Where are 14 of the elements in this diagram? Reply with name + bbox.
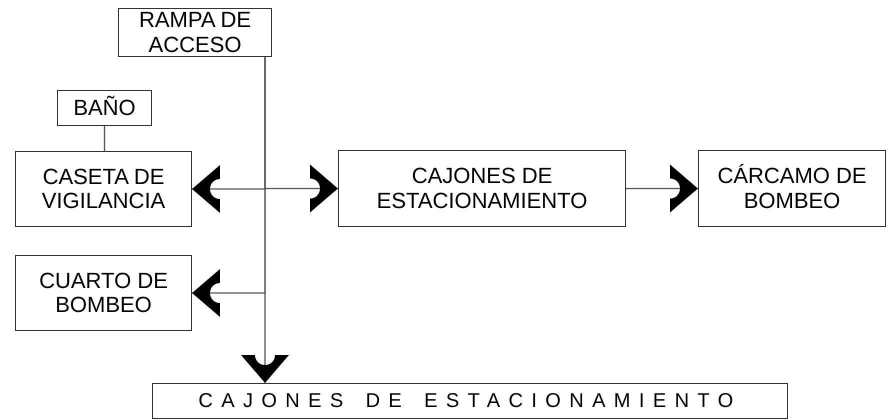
box-label: CAJONES DE ESTACIONAMIENTO [376, 164, 588, 213]
box-label: BAÑO [73, 96, 136, 120]
box-label: CASETA DE VIGILANCIA [40, 164, 166, 214]
process-box [15, 255, 192, 331]
box-label: CUARTO DE BOMBEO [38, 268, 169, 318]
process-box [698, 150, 886, 227]
box-label: CAJONES DE ESTACIONAMIENTO [198, 390, 742, 412]
process-box [15, 151, 192, 227]
process-box [57, 90, 152, 126]
process-box [118, 8, 272, 57]
process-box [338, 150, 626, 227]
box-label: CÁRCAMO DE BOMBEO [716, 164, 868, 213]
process-box [152, 383, 788, 419]
box-label: RAMPA DE ACCESO [138, 8, 252, 57]
